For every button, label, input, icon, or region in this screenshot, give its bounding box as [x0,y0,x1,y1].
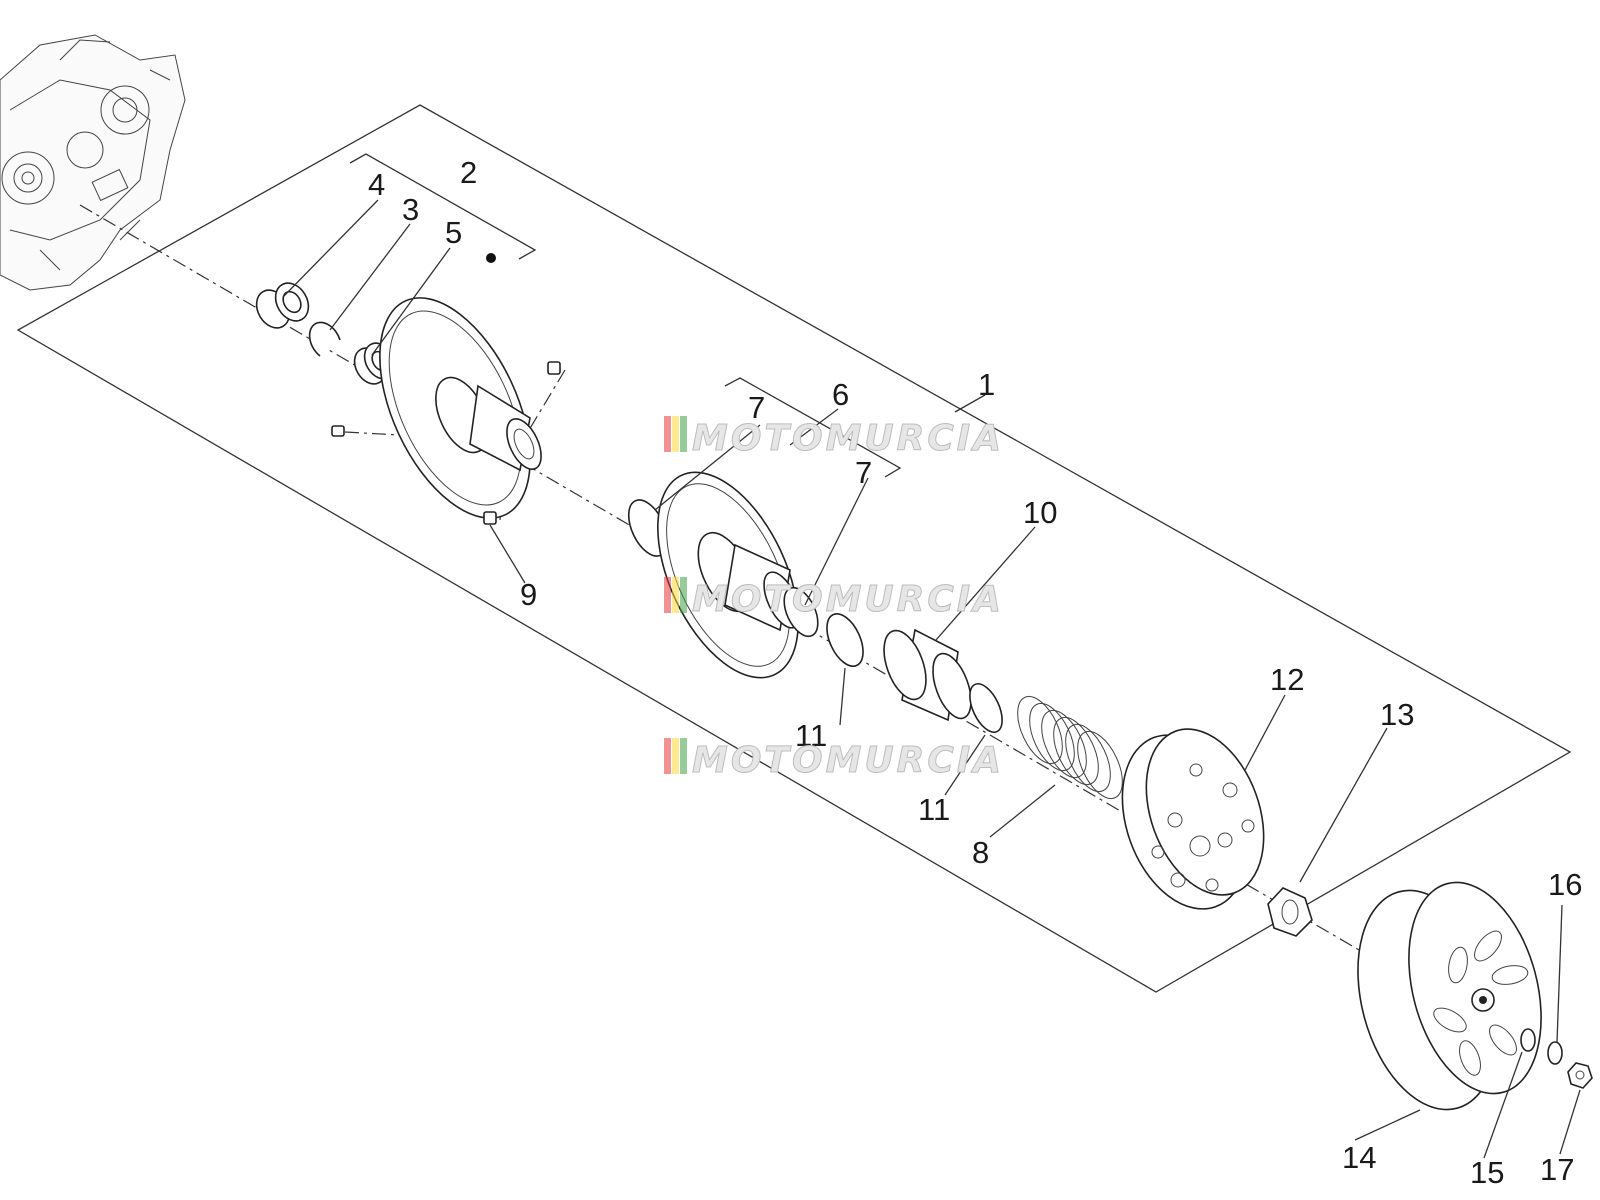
part-17-nut [1567,1062,1593,1089]
engine-crankcase-sketch [0,34,186,291]
part-2-fixed-pulley [379,253,542,519]
callout-7-upper: 7 [748,390,765,425]
callout-12: 12 [1270,662,1304,697]
callout-4: 4 [368,167,385,202]
assembly-outline [16,104,1572,993]
callout-14: 14 [1342,1140,1376,1175]
callout-11-upper: 11 [795,718,827,753]
callout-5: 5 [445,215,462,250]
watermark-middle: MOTOMURCIA [664,577,1004,621]
leader-lines [282,199,1581,1159]
callout-1: 1 [978,367,995,402]
watermark-text-middle: MOTOMURCIA [692,579,1004,620]
callout-3: 3 [402,192,419,227]
callout-16: 16 [1548,867,1582,902]
callout-8: 8 [972,835,989,870]
part-16-washer [1547,1041,1563,1065]
watermark-top: MOTOMURCIA [664,416,1004,460]
part-11-oring-upper [826,613,864,667]
part-15-washer [1520,1028,1536,1052]
callout-6: 6 [832,377,849,412]
part-7-oring-right [783,586,819,638]
callout-11-lower: 11 [918,792,950,827]
callout-9: 9 [520,577,537,612]
callout-10: 10 [1023,495,1057,530]
watermark-bottom: MOTOMURCIA [664,738,1004,782]
part-12-clutch [1121,728,1265,910]
callout-2: 2 [460,155,477,190]
bracket-group-2 [349,153,537,260]
part-4-bearing [255,282,310,329]
part-14-clutch-bell [1357,881,1542,1111]
part-9-screws [331,361,561,525]
callout-15: 15 [1470,1155,1504,1190]
part-11-oring-lower [969,683,1003,733]
watermark-text-bottom: MOTOMURCIA [692,740,1004,781]
callout-7-lower: 7 [855,455,872,490]
part-3-circlip [308,321,341,357]
part-6-movable-pulley [657,471,801,679]
part-8-spring [1017,695,1123,800]
callout-17: 17 [1540,1152,1574,1187]
part-13-nut [1267,887,1313,937]
callout-13: 13 [1380,697,1414,732]
part-10-sleeve [883,628,972,722]
watermark-text-top: MOTOMURCIA [692,418,1004,459]
